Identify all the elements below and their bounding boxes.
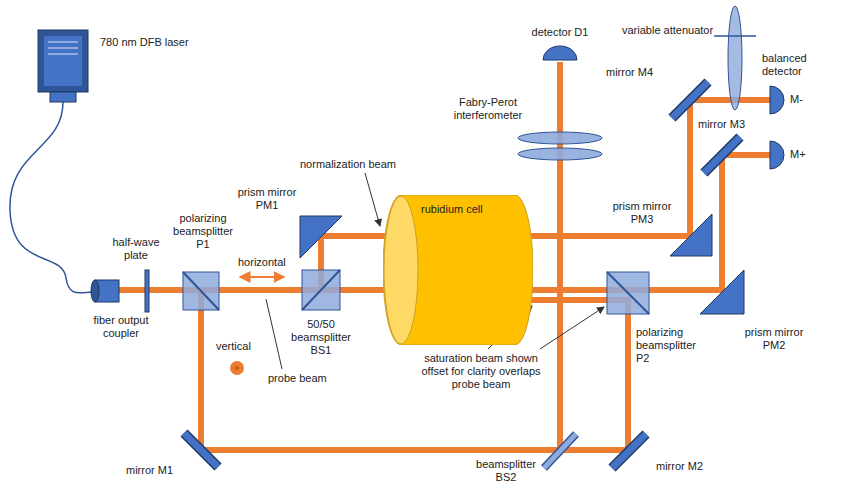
part-label: half-wave plate [108,236,164,262]
laser-body [38,30,88,102]
laser-body [50,92,76,102]
part-label: detector D1 [528,26,592,39]
polarization-arrow [240,276,284,278]
photodetector [770,141,784,169]
fabry-perot [518,132,602,144]
flat-mirror [704,137,740,173]
part-label: Fabry-Perot interferometer [446,96,530,122]
flat-mirror [612,434,646,468]
part-label: normalization beam [300,158,410,171]
part-label: M+ [790,148,814,161]
photodetector [543,46,577,60]
cell-outline [383,195,533,345]
laser-body [48,53,78,55]
flat-mirror [544,434,576,468]
part-label: M- [790,93,814,106]
part-label: prism mirror PM1 [236,186,298,212]
beamsplitter-cube [607,272,649,314]
prism-mirror [670,214,712,256]
beamsplitter-cube [183,272,219,310]
flat-mirror [184,82,740,468]
vapor-cell: rubidium cell [383,195,533,345]
part-label: beamsplitter BS2 [472,458,540,484]
laser-body [38,30,88,92]
leader-line [365,173,380,226]
polarization-dot [230,361,244,375]
laser-body [48,41,78,43]
beamsplitter-cube [607,272,649,314]
part-label: polarizing beamsplitter P2 [636,326,702,366]
fabry-perot [518,148,602,160]
beamsplitter-cube [183,272,219,310]
part-label: mirror M2 [656,460,716,473]
prism-mirror [700,270,744,314]
prism-mirror [300,216,342,258]
polarization-dot [235,366,239,370]
flat-mirror [184,433,218,467]
part-label: balanced detector [762,52,828,78]
part-label: vertical [216,340,262,353]
part-label: polarizing beamsplitter P1 [170,212,236,252]
laser-body [44,36,82,86]
part-label: probe beam [268,372,332,385]
leader-line [266,299,282,369]
variable-attenuator [714,35,756,37]
half-wave-plate [145,270,149,312]
flat-mirror [612,434,646,468]
leader-line [266,173,604,369]
beamsplitter-cube [302,270,340,310]
polarization-dot [230,361,244,375]
part-label: fiber output coupler [86,314,156,340]
fiber-coupler [91,280,119,302]
part-label: variable attenuator [622,24,726,37]
part-label: 780 nm DFB laser [100,36,210,49]
part-label: prism mirror PM3 [610,200,674,226]
variable-attenuator [728,6,742,110]
photodetector [543,46,784,169]
variable-attenuator [714,6,756,110]
laser-beam [557,62,563,450]
flat-mirror [184,433,218,467]
part-label: mirror M3 [698,118,758,131]
laser-beam [118,62,770,450]
fabry-perot [518,132,602,160]
part-label: mirror M1 [126,464,186,477]
part-label: saturation beam shown offset for clarity… [414,352,548,392]
flat-mirror [704,137,740,173]
laser-body [48,47,78,49]
optical-fiber [10,102,94,293]
leader-line [540,307,604,349]
flat-mirror [672,82,708,118]
fiber-coupler [91,280,99,302]
photodetector [770,86,784,114]
flat-mirror [672,82,708,118]
part-label: prism mirror PM2 [742,326,806,352]
cell-body [383,195,533,345]
part-label: mirror M4 [606,66,666,79]
cell-window [384,196,418,344]
cell-label: rubidium cell [421,203,533,216]
beamsplitter-cube [302,270,340,310]
part-label: horizontal [238,256,294,269]
flat-mirror [544,434,576,468]
part-label: 50/50 beamsplitter BS1 [290,318,352,358]
